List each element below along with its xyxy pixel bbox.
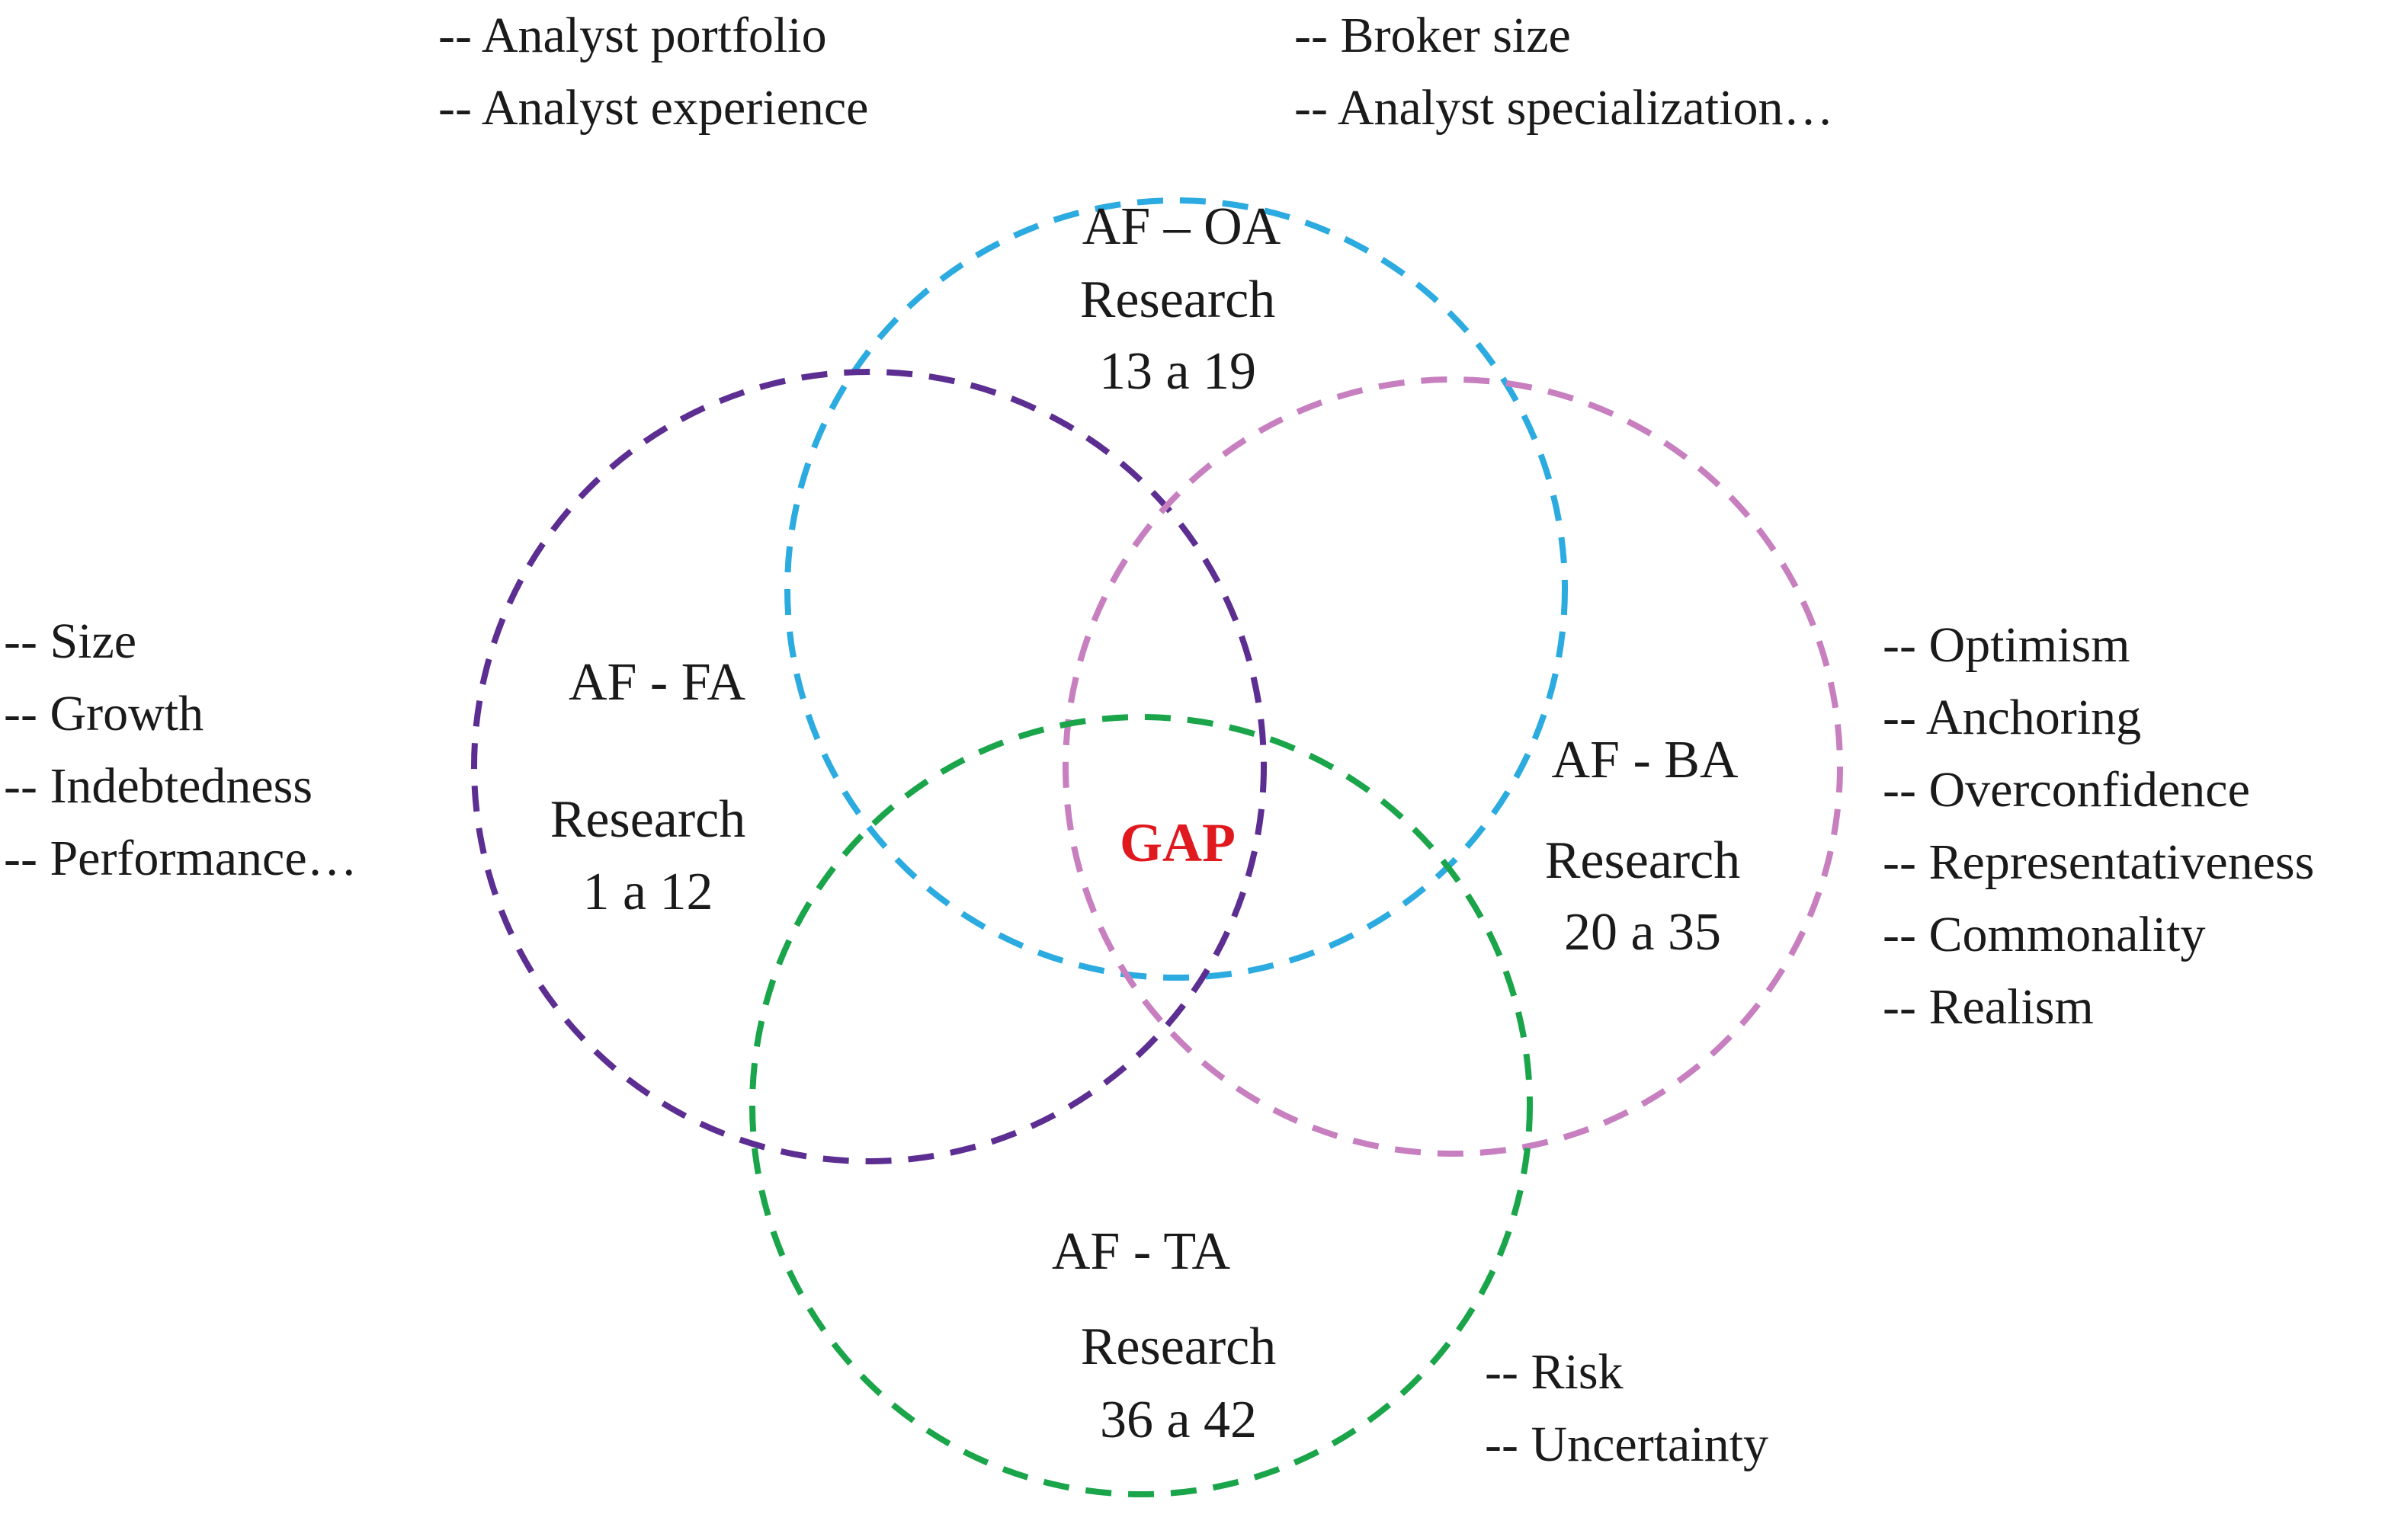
factor-top-left-0: -- Analyst portfolio — [438, 8, 827, 63]
af-ba-title: AF - BA — [1551, 731, 1738, 789]
af-fa-range: 1 a 12 — [582, 863, 713, 921]
circle-af-oa — [784, 197, 1568, 981]
factor-right-0: -- Optimism — [1883, 617, 2130, 673]
af-oa-research: Research — [1080, 271, 1276, 329]
factor-right-1: -- Anchoring — [1883, 690, 2141, 745]
af-ba-range: 20 a 35 — [1564, 903, 1721, 962]
af-fa-title: AF - FA — [569, 653, 746, 712]
circle-af-ba — [1063, 376, 1843, 1157]
factor-right-4: -- Commonality — [1883, 907, 2205, 962]
factor-left-0: -- Size — [4, 613, 136, 669]
af-ba-research: Research — [1545, 831, 1741, 890]
factor-left-2: -- Indebtedness — [4, 758, 313, 814]
factor-bottom-right-1: -- Uncertainty — [1485, 1417, 1768, 1472]
factor-top-left-1: -- Analyst experience — [438, 80, 868, 136]
circle-af-fa — [471, 369, 1267, 1164]
factor-bottom-right-0: -- Risk — [1485, 1344, 1624, 1400]
factor-left-1: -- Growth — [4, 686, 204, 741]
factor-top-right-1: -- Analyst specialization… — [1294, 80, 1833, 136]
af-ta-title: AF - TA — [1052, 1222, 1231, 1281]
factor-right-5: -- Realism — [1883, 979, 2094, 1035]
factor-left-3: -- Performance… — [4, 831, 357, 886]
af-fa-research: Research — [550, 790, 746, 849]
circle-af-ta — [749, 714, 1533, 1497]
factor-right-3: -- Representativeness — [1883, 834, 2314, 890]
factor-top-right-0: -- Broker size — [1294, 8, 1571, 63]
factor-right-2: -- Overconfidence — [1883, 762, 2250, 818]
gap-label: GAP — [1120, 812, 1236, 873]
af-oa-title: AF – OA — [1082, 197, 1281, 256]
af-oa-range: 13 a 19 — [1099, 342, 1256, 401]
af-ta-range: 36 a 42 — [1100, 1391, 1257, 1449]
af-ta-research: Research — [1081, 1317, 1277, 1376]
